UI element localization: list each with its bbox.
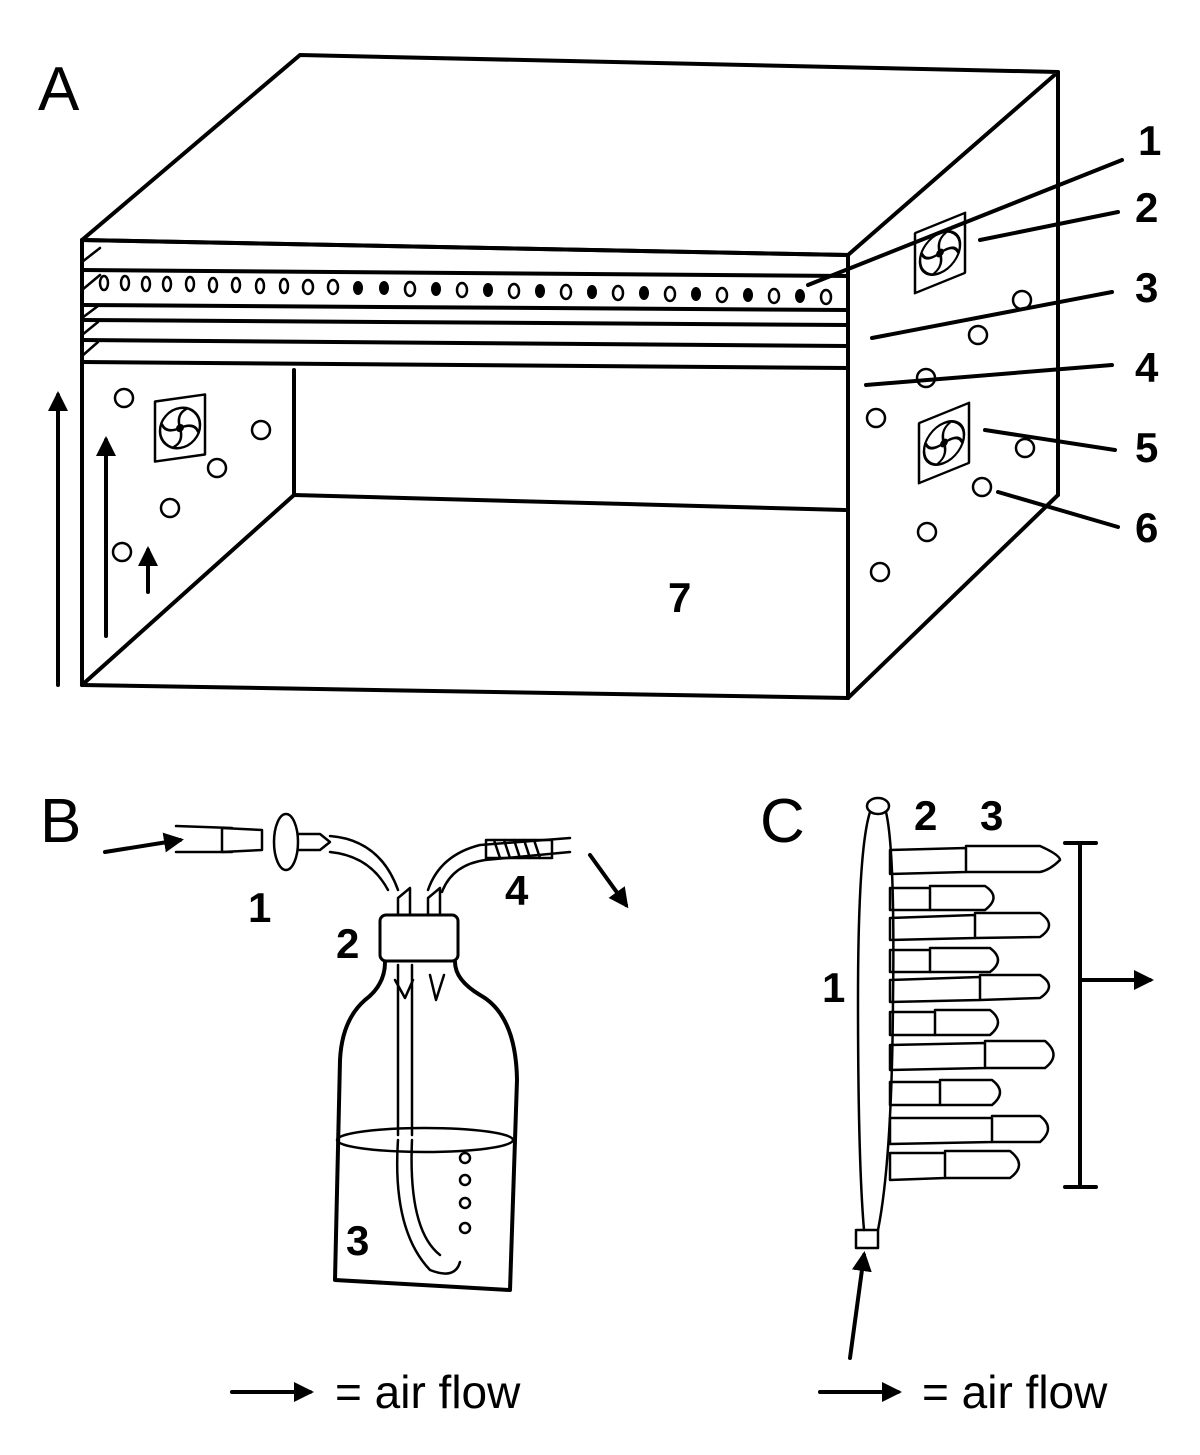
label-c-2: 2	[914, 792, 937, 839]
hole-row	[98, 274, 833, 306]
label-a-3: 3	[1135, 264, 1158, 311]
panel-a-letter: A	[38, 55, 80, 124]
panel-a: A	[38, 53, 1161, 700]
label-b-4: 4	[505, 867, 529, 914]
label-a-7: 7	[668, 574, 691, 621]
legend-text-c: = air flow	[922, 1366, 1108, 1418]
label-a-4: 4	[1135, 344, 1159, 391]
label-b-1: 1	[248, 884, 271, 931]
bottle-cap	[378, 913, 460, 963]
fan-icon-left	[153, 393, 207, 463]
wash-bottle	[333, 886, 519, 1292]
label-a-5: 5	[1135, 424, 1158, 471]
manifold	[848, 796, 895, 1360]
filter-icon	[272, 812, 300, 872]
panel-b-letter: B	[40, 787, 81, 856]
label-c-1: 1	[822, 964, 845, 1011]
label-a-2: 2	[1135, 184, 1158, 231]
left-wall-holes	[111, 387, 272, 563]
legend-text-b: = air flow	[335, 1366, 521, 1418]
label-b-3: 3	[346, 1217, 369, 1264]
label-a-1: 1	[1138, 117, 1161, 164]
tube-branches	[888, 844, 1062, 1182]
outlet-tube	[426, 836, 629, 909]
airflow-arrows-a	[48, 391, 158, 687]
panel-b: B	[40, 787, 629, 1418]
label-a-6: 6	[1135, 504, 1158, 551]
panel-c: C 1 2 3	[760, 787, 1154, 1418]
fan-icon-lower	[917, 401, 971, 485]
label-b-2: 2	[336, 920, 359, 967]
chamber-box	[80, 53, 1060, 700]
inlet-tube	[103, 812, 400, 892]
leader-lines-a	[806, 158, 1124, 529]
label-c-3: 3	[980, 792, 1003, 839]
panel-c-letter: C	[760, 787, 805, 856]
outlet-bracket	[1063, 841, 1154, 1189]
